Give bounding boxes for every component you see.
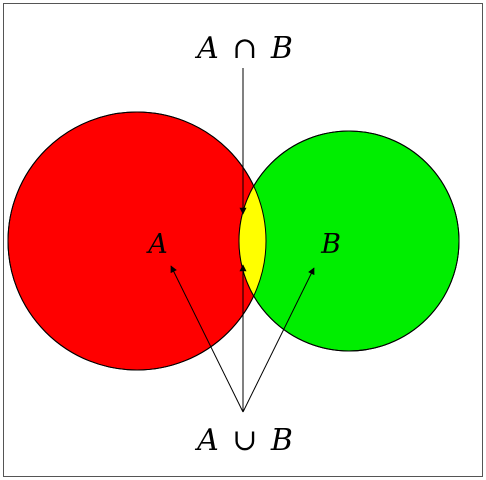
union-label-left: A — [194, 423, 219, 458]
union-label-right: B — [270, 423, 293, 458]
union-arrow-to-b — [242, 267, 315, 413]
intersection-operator: ∩ — [232, 31, 257, 66]
union-label: A ∪ B — [194, 423, 293, 458]
set-a-label: A — [145, 229, 168, 260]
set-b-circle — [238, 130, 460, 352]
set-b-label: B — [320, 229, 341, 260]
set-a-circle — [7, 111, 267, 371]
union-operator: ∪ — [232, 423, 257, 458]
intersection-label-left: A — [194, 31, 219, 66]
intersection-label: A ∩ B — [194, 31, 293, 66]
union-arrow-to-a — [170, 265, 244, 413]
intersection-label-right: B — [270, 31, 293, 66]
set-b-outline — [238, 130, 460, 352]
set-a-outline — [7, 111, 267, 371]
